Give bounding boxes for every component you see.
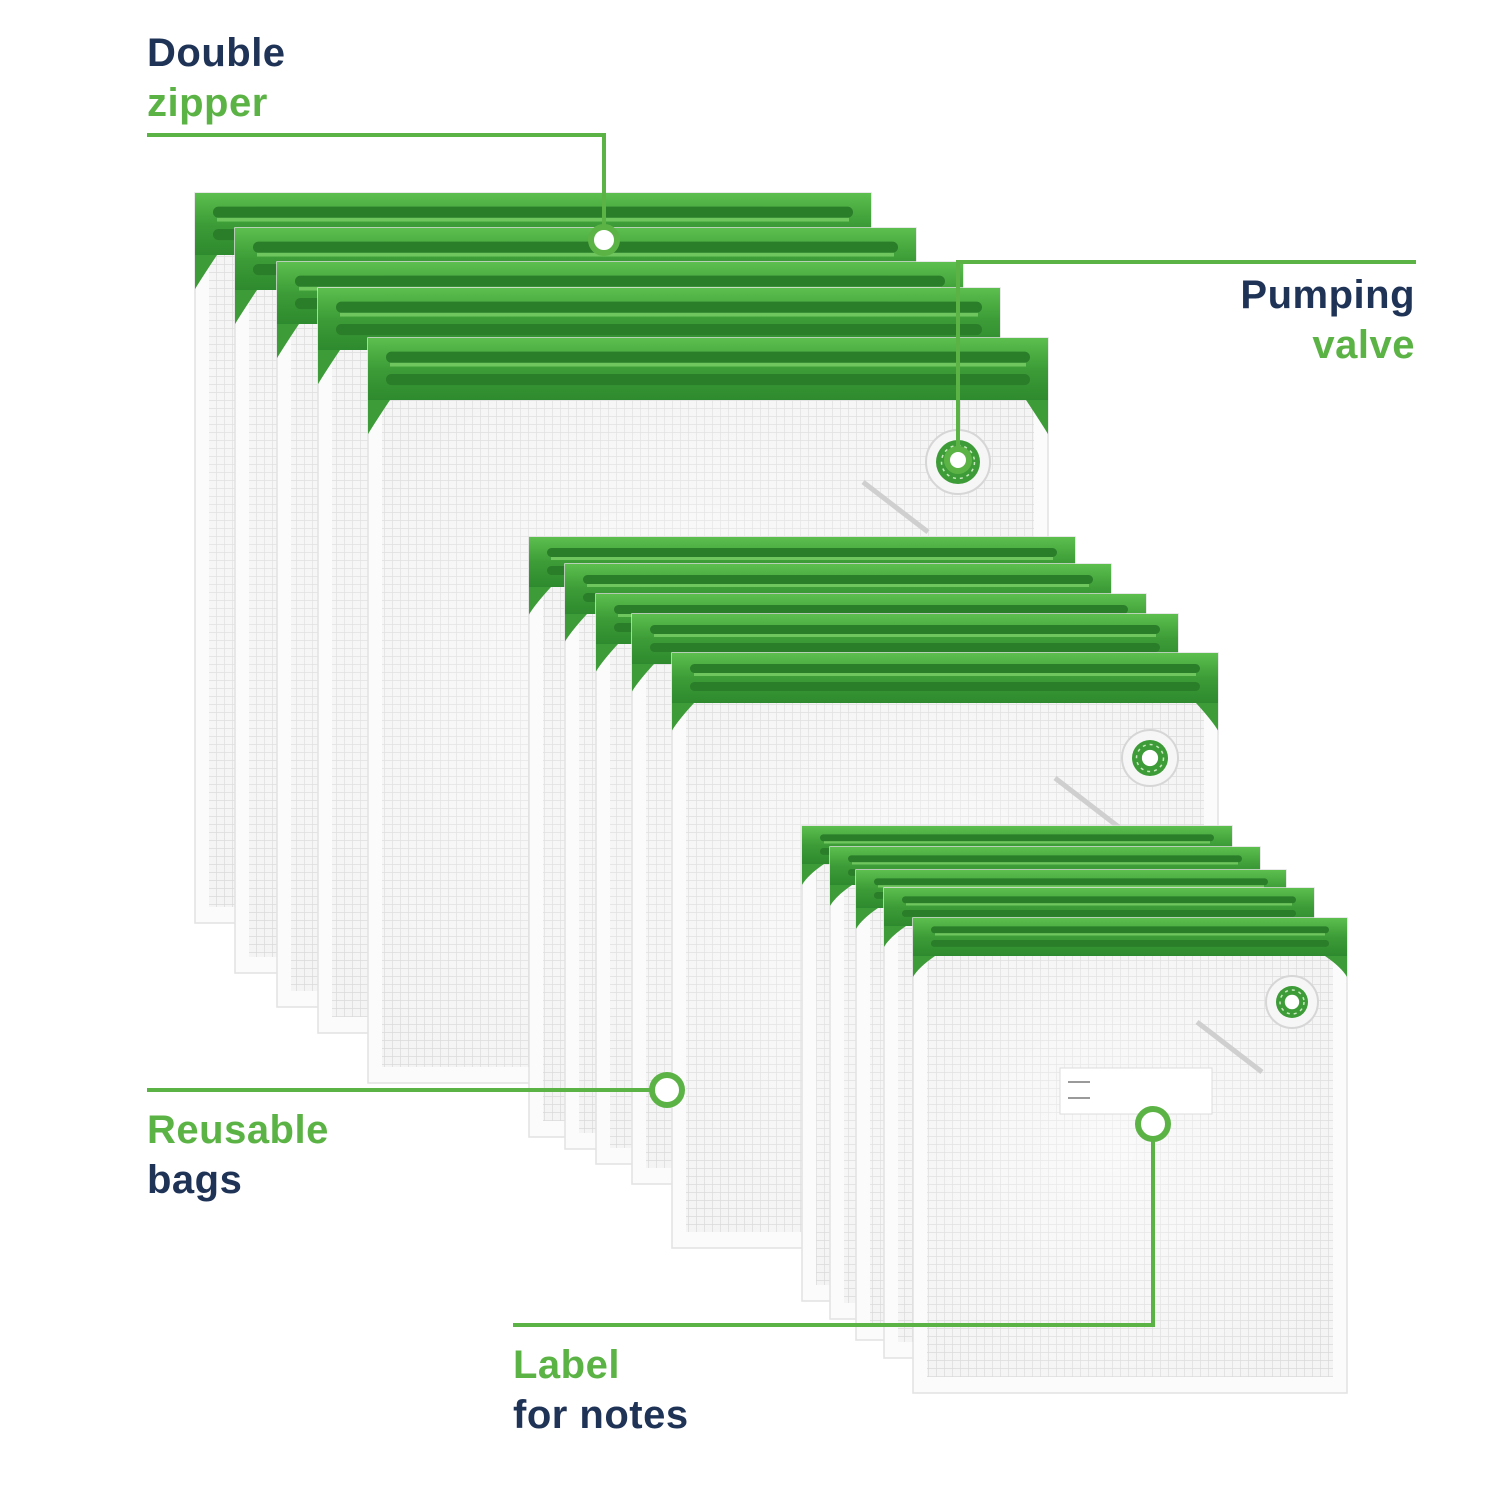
pumping-valve-icon [1265,975,1319,1029]
callout-marker-icon [1135,1106,1171,1142]
callout-marker-icon [944,446,972,474]
leader-label-notes [513,1135,1155,1327]
callout-marker-icon [649,1072,685,1108]
callout-double-zipper-line1: Double [147,31,286,75]
callout-reusable-bags-line2: bags [147,1158,243,1202]
double-zipper-icon [368,338,1048,435]
vacuum-bag-icon [912,917,1348,1394]
bag-groups [194,192,1348,1394]
double-zipper-icon [913,918,1347,977]
callout-marker-icon [588,224,620,256]
callout-label-notes-line2: for notes [513,1393,689,1437]
callout-label-notes-line1: Label [513,1343,620,1387]
double-zipper-icon [672,653,1218,731]
leader-double-zipper [147,133,606,238]
callout-pumping-valve-line2: valve [1312,323,1415,367]
pumping-valve-icon [1121,729,1179,787]
callout-double-zipper: Double zipper [147,28,286,128]
callout-pumping-valve: Pumping valve [1110,270,1415,370]
callout-pumping-valve-line1: Pumping [1240,273,1415,317]
leader-pumping-valve [956,260,1416,460]
note-label-icon [1059,1067,1213,1115]
callout-reusable-bags-line1: Reusable [147,1108,329,1152]
callout-double-zipper-line2: zipper [147,81,268,125]
callout-lines [147,133,1416,1327]
callout-reusable-bags: Reusable bags [147,1105,329,1205]
callout-label-notes: Label for notes [513,1340,689,1440]
